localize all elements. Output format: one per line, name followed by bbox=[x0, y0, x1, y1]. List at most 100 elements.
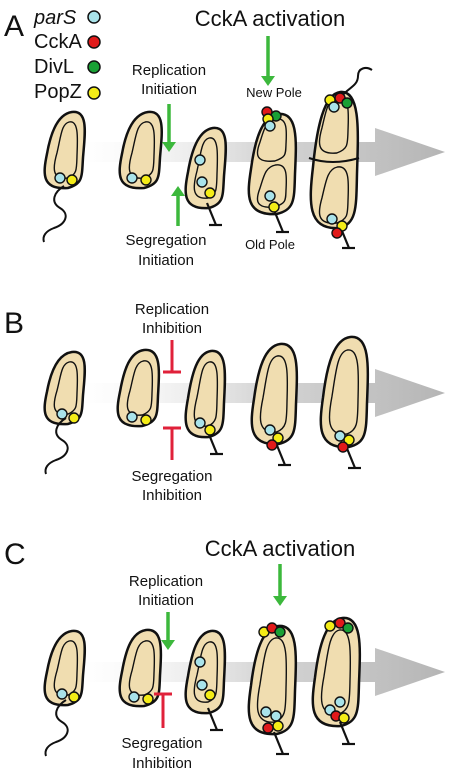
panel-c-ccka-arrow-head bbox=[273, 596, 287, 606]
panel-b-segregation-inhibition bbox=[163, 426, 181, 460]
panel-c-cells bbox=[43, 616, 362, 757]
panel-c-replication-line1: Replication bbox=[129, 573, 203, 590]
a-cell-4-dot-pars bbox=[264, 120, 276, 132]
a-cell-5-chromosome-0 bbox=[318, 96, 350, 154]
c-cell-4-dot-divl bbox=[274, 626, 286, 638]
panel-c-letter: C bbox=[4, 538, 26, 571]
b-cell-1-dot-pars bbox=[56, 408, 68, 420]
c-cell-3-dot-pars bbox=[196, 679, 208, 691]
legend-dot-pars bbox=[87, 10, 101, 24]
panel-a-ccka-arrow-head bbox=[261, 76, 275, 86]
c-cell-4-dot-pars bbox=[260, 706, 272, 718]
a-cell-5-chromosome-1 bbox=[318, 166, 350, 224]
b-cell-1-flagellum bbox=[44, 417, 69, 475]
legend-label-popz: PopZ bbox=[34, 81, 82, 103]
c-cell-5-dot-pars bbox=[334, 696, 346, 708]
b-cell-4 bbox=[250, 342, 299, 467]
panel-b-cells bbox=[43, 335, 370, 475]
legend-label-pars: parS bbox=[33, 7, 77, 29]
c-cell-2-dot-popz bbox=[142, 693, 154, 705]
b-cell-3-dot-pars bbox=[194, 417, 206, 429]
panel-c-segregation-line1: Segregation bbox=[122, 735, 203, 752]
legend-dot-ccka bbox=[87, 35, 101, 49]
panel-a-replication-arrow bbox=[162, 104, 176, 152]
panel-a-cells bbox=[42, 67, 373, 250]
a-cell-5-constriction bbox=[308, 157, 360, 163]
legend-dot-divl bbox=[87, 60, 101, 74]
c-cell-1 bbox=[43, 629, 86, 757]
panel-a-replication-line2: Initiation bbox=[141, 81, 197, 98]
b-cell-5-body bbox=[319, 335, 370, 449]
a-cell-1 bbox=[42, 110, 86, 243]
a-cell-4-stalk bbox=[272, 209, 285, 233]
b-cell-4-dot-ccka bbox=[266, 439, 278, 451]
a-cell-5-dot-pars bbox=[326, 213, 338, 225]
legend-label-divl: DivL bbox=[34, 56, 74, 78]
b-cell-2 bbox=[116, 348, 161, 428]
panel-a-replication-line1: Replication bbox=[132, 62, 206, 79]
panel-a-ccka-arrow bbox=[261, 36, 275, 86]
panel-a-replication-arrow-head bbox=[162, 142, 176, 152]
b-cell-5 bbox=[319, 335, 370, 470]
a-cell-5-dot-pars bbox=[328, 101, 340, 113]
b-cell-1-chromosome-0 bbox=[53, 361, 79, 415]
c-cell-5 bbox=[311, 616, 362, 746]
c-cell-5-body bbox=[311, 616, 362, 728]
a-cell-3-dot-popz bbox=[204, 187, 216, 199]
a-cell-2-dot-pars bbox=[126, 172, 138, 184]
panel-b-segregation-line1: Segregation bbox=[132, 468, 213, 485]
c-cell-5-dot-popz bbox=[324, 620, 336, 632]
c-cell-5-stalk bbox=[338, 721, 351, 745]
b-cell-4-dot-popz bbox=[272, 432, 284, 444]
c-cell-3-stalk bbox=[206, 707, 219, 731]
a-cell-5-dot-ccka bbox=[331, 227, 343, 239]
a-cell-4-dot-popz bbox=[268, 201, 280, 213]
panel-c-header: CckA activation bbox=[205, 536, 355, 561]
a-cell-2 bbox=[118, 110, 163, 190]
a-cell-1-dot-popz bbox=[66, 174, 78, 186]
signal-marks bbox=[154, 36, 287, 728]
a-cell-3 bbox=[184, 126, 227, 227]
panel-b-replication-line1: Replication bbox=[135, 301, 209, 318]
b-cell-3-body bbox=[184, 349, 227, 439]
panel-c-segregation-line2: Inhibition bbox=[132, 755, 192, 772]
panel-a-letter: A bbox=[4, 10, 24, 43]
c-cell-4-dot-ccka bbox=[262, 722, 274, 734]
c-cell-1-chromosome-0 bbox=[53, 640, 79, 696]
b-cell-4-stalk bbox=[274, 442, 287, 466]
panel-b-replication-inhibition bbox=[163, 340, 181, 374]
c-cell-4-body bbox=[247, 624, 298, 736]
panel-c-segregation-inhibition bbox=[154, 692, 172, 728]
panel-b-segregation-line2: Inhibition bbox=[142, 487, 202, 504]
panel-a-old-pole-label: Old Pole bbox=[245, 237, 295, 252]
a-cell-1-dot-pars bbox=[54, 172, 66, 184]
a-cell-3-dot-pars bbox=[196, 176, 208, 188]
panel-c-replication-line2: Initiation bbox=[138, 592, 194, 609]
c-cell-3-dot-popz bbox=[204, 689, 216, 701]
a-cell-4 bbox=[247, 106, 298, 234]
c-cell-3 bbox=[184, 629, 227, 732]
a-cell-4-chromosome-0 bbox=[256, 118, 288, 162]
c-cell-4 bbox=[247, 622, 298, 756]
b-cell-2-chromosome-0 bbox=[126, 360, 154, 416]
panel-c: C CckA activation Replication Initiation… bbox=[4, 536, 445, 772]
c-cell-3-dot-pars bbox=[194, 656, 206, 668]
b-cell-3 bbox=[184, 349, 227, 456]
panel-a-segregation-line1: Segregation bbox=[126, 232, 207, 249]
b-cell-5-chromosome-0 bbox=[328, 349, 360, 435]
legend-label-ccka: CckA bbox=[34, 31, 82, 53]
legend: parS CckA DivL PopZ bbox=[33, 7, 101, 103]
panel-b-letter: B bbox=[4, 307, 24, 340]
b-cell-4-dot-pars bbox=[264, 424, 276, 436]
c-cell-5-dot-popz bbox=[338, 712, 350, 724]
b-cell-1 bbox=[43, 350, 87, 475]
panel-a-header: CckA activation bbox=[195, 6, 345, 31]
a-cell-5-dot-divl bbox=[341, 97, 353, 109]
panel-a-new-pole-label: New Pole bbox=[246, 85, 302, 100]
panel-a: A CckA activation Replication Initiation… bbox=[4, 6, 445, 269]
c-cell-1-flagellum bbox=[44, 699, 69, 757]
panel-c-replication-arrow bbox=[161, 612, 175, 650]
legend-dot-popz bbox=[87, 86, 101, 100]
c-cell-1-dot-pars bbox=[56, 688, 68, 700]
